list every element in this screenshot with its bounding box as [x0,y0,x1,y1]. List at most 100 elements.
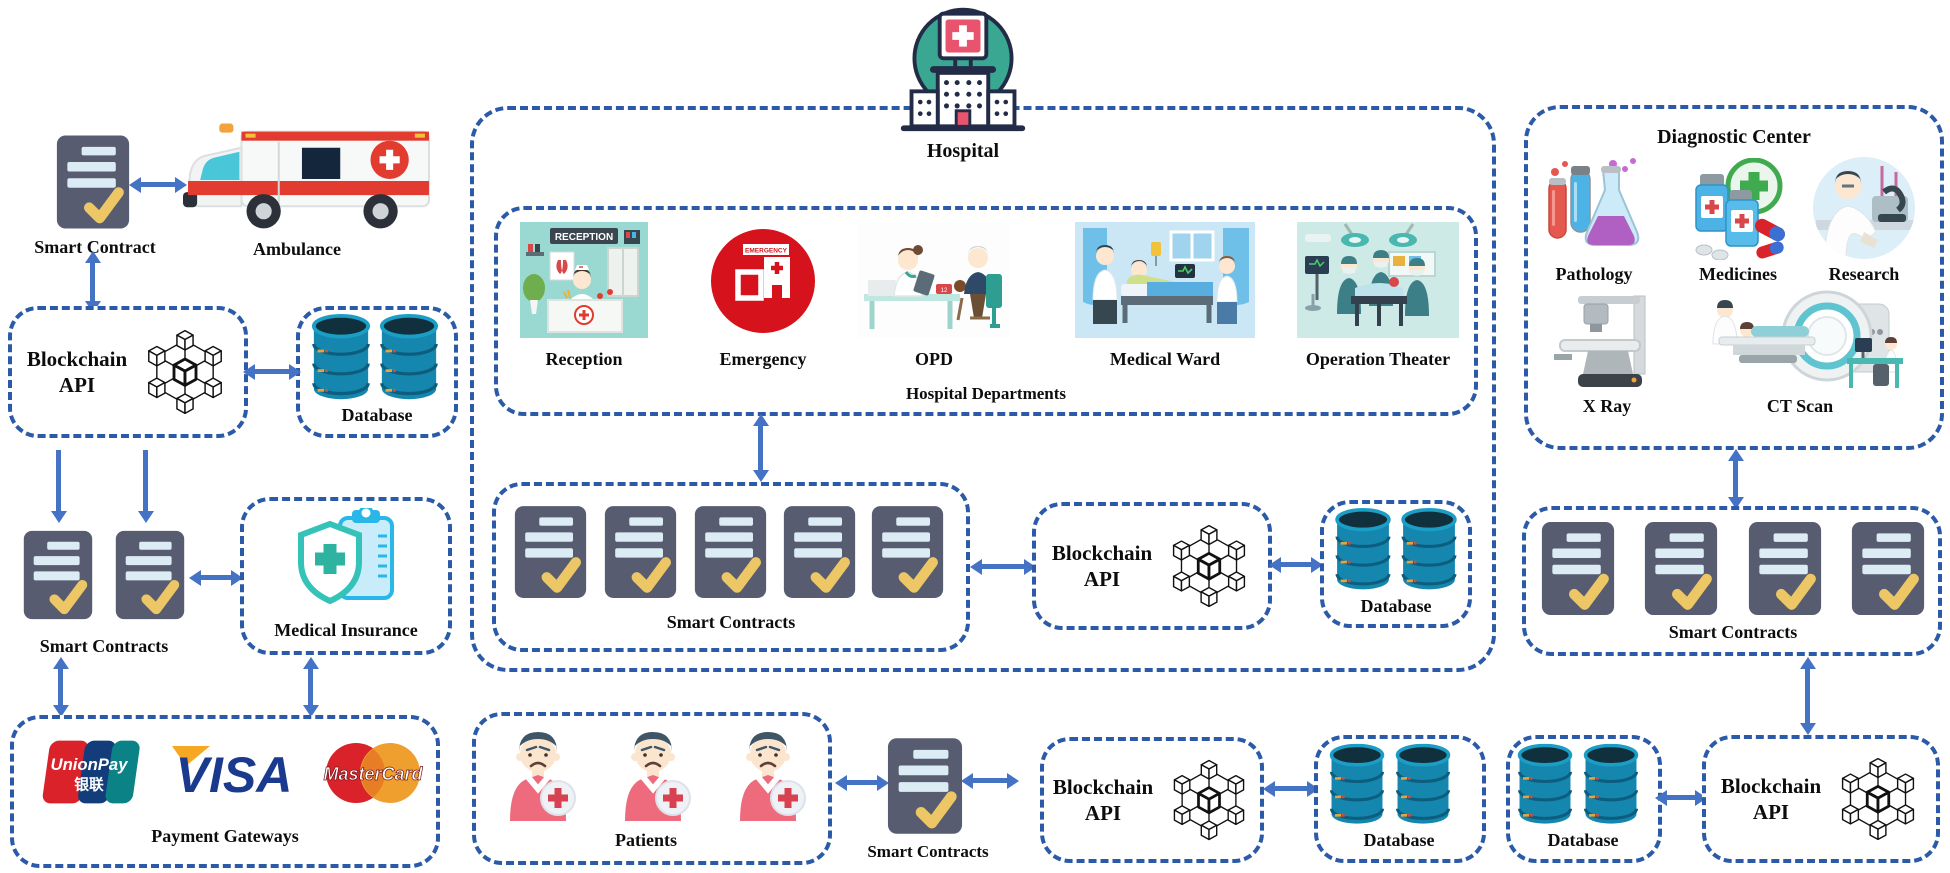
arrow-blockchainapi-database [254,369,290,374]
blockchain-api-label: Blockchain [1052,774,1154,799]
patients-label: Patients [615,830,677,850]
department-label: Medical Ward [1109,349,1221,369]
smart-contract-icon [886,736,964,836]
ambulance-label: Ambulance [252,239,342,259]
smart-contract-icon [693,504,768,600]
blockchain-api-label: Blockchain [1720,773,1822,798]
arrow-departments-contracts [758,425,763,471]
patient-icon [615,726,691,826]
arrow-diagnostic-contracts [1733,460,1738,498]
database-icon [1399,508,1459,592]
hospital-blockchain-api-box [1032,502,1272,630]
blockchain-api-label: Blockchain [26,346,128,371]
hospital-database-label: Database [1360,596,1432,616]
patient-icon [730,726,806,826]
arrow-contracts-payments [58,668,63,706]
operation-theater-image [1297,222,1459,338]
department-label: Emergency [719,349,807,369]
xray-icon [1554,295,1646,387]
medical-insurance-label: Medical Insurance [274,620,418,640]
blockchain-api-label: Blockchain [1051,540,1153,565]
department-label: Operation Theater [1305,349,1451,369]
smart-contract-icon [782,504,857,600]
reception-sign-text: RECEPTION [555,232,613,243]
hospital-label: Hospital [926,140,1000,162]
research-icon [1813,157,1915,259]
arrow-contract-blockchainapi [90,262,95,302]
patient-icon [500,726,576,826]
arrow-database-api-right [1666,795,1696,800]
database-icon [1394,743,1452,827]
database-icon [1582,743,1640,827]
smart-contract-icon [55,133,131,231]
smart-contract-icon [114,526,186,624]
smart-contract-icon [1540,520,1616,617]
smart-contract-icon [870,504,945,600]
arrow-contracts-insurance [200,575,232,580]
ct-scan-label: CT Scan [1766,396,1834,416]
database-icon [310,314,372,402]
hospital-icon [900,7,1026,132]
smart-contract-icon [513,504,588,600]
arrow-contracts-api-center [981,564,1025,569]
mastercard-logo: MasterCard [323,743,424,803]
right-blockchain-api-box [1702,735,1940,863]
xray-label: X Ray [1582,396,1632,416]
hospital-departments-caption: Hospital Departments [905,384,1067,403]
department-label: Reception [545,349,623,369]
left-database-label: Database [341,405,413,425]
pathology-icon [1548,158,1640,246]
database-icon [1516,743,1574,827]
blockchain-network-icon [1835,754,1921,844]
left-blockchain-api-box [8,306,248,438]
hospital-smart-contracts-label: Smart Contracts [666,612,796,632]
smart-contract-icon [1747,520,1823,617]
arrow-contract-api-bottom [972,778,1008,783]
smart-contract-icon [1643,520,1719,617]
unionpay-logo: UnionPay 银联 [42,740,140,804]
medical-ward-image [1075,222,1255,338]
opd-image: 12 [858,222,1010,338]
arrow-api-contract-2 [143,450,148,512]
arrow-contracts-api-right [1805,668,1810,724]
unionpay-text: UnionPay [51,755,129,774]
svg-text:12: 12 [941,288,948,294]
smart-contract-icon [603,504,678,600]
blockchain-network-icon [141,326,229,418]
arrow-insurance-payments [308,668,313,706]
left-smart-contracts-label: Smart Contracts [39,636,169,656]
arrow-api-contract-1 [56,450,61,512]
blockchain-network-icon [1167,756,1251,844]
ambulance-icon [183,123,430,229]
blockchain-network-icon [1166,521,1252,611]
bottom-database-2-label: Database [1547,830,1619,850]
medical-insurance-box [240,497,452,655]
emergency-image: EMERGENCY [711,229,815,333]
payment-gateways-label: Payment Gateways [151,826,299,846]
database-icon [1333,508,1393,592]
diagnostic-center-title: Diagnostic Center [1657,126,1811,148]
ct-scan-icon [1712,290,1903,388]
diagnostic-smart-contracts-label: Smart Contracts [1668,622,1798,642]
arrow-contract-ambulance [140,182,176,187]
pathology-label: Pathology [1555,264,1633,284]
bottom-smart-contracts-label: Smart Contracts [867,842,989,861]
visa-logo: VISA [172,746,292,803]
database-icon [378,314,440,402]
smart-contract-icon [22,526,94,624]
smart-contract-icon [1850,520,1926,617]
medical-insurance-icon [298,508,394,605]
bottom-blockchain-api-box [1040,737,1264,863]
department-label: OPD [915,349,953,369]
arrow-api-database-bottom [1274,786,1308,791]
database-icon [1328,743,1386,827]
bottom-database-1-label: Database [1363,830,1435,850]
unionpay-cn-text: 银联 [74,776,104,794]
medicines-label: Medicines [1699,264,1777,284]
emergency-sign-text: EMERGENCY [745,248,788,255]
